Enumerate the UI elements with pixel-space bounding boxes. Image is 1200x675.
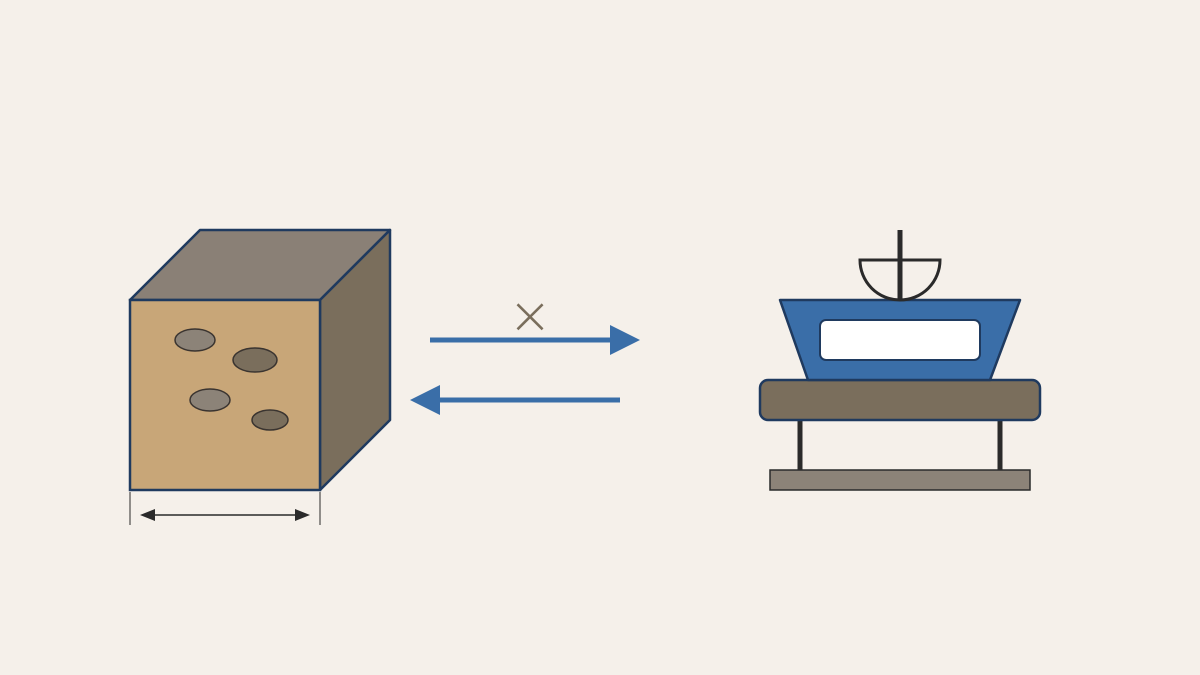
- balance-apparatus: [758, 230, 1042, 491]
- arrow-left: [410, 385, 620, 415]
- dimension-arrow-left: [140, 509, 155, 521]
- soil-cube: [128, 228, 392, 492]
- dimension-arrow-right: [295, 509, 310, 521]
- balance-display-window: [819, 319, 981, 361]
- balance-foot-plate: [769, 469, 1031, 491]
- multiply-symbol: ×: [508, 286, 552, 346]
- pebble-4: [251, 409, 289, 431]
- width-dimension: [129, 492, 321, 525]
- balance-base-platform: [758, 378, 1042, 422]
- pebble-2: [232, 347, 278, 373]
- arrow-left-head: [410, 385, 440, 415]
- pebble-3: [189, 388, 231, 412]
- pebble-1: [174, 328, 216, 352]
- arrow-right: [430, 325, 640, 355]
- arrow-right-head: [610, 325, 640, 355]
